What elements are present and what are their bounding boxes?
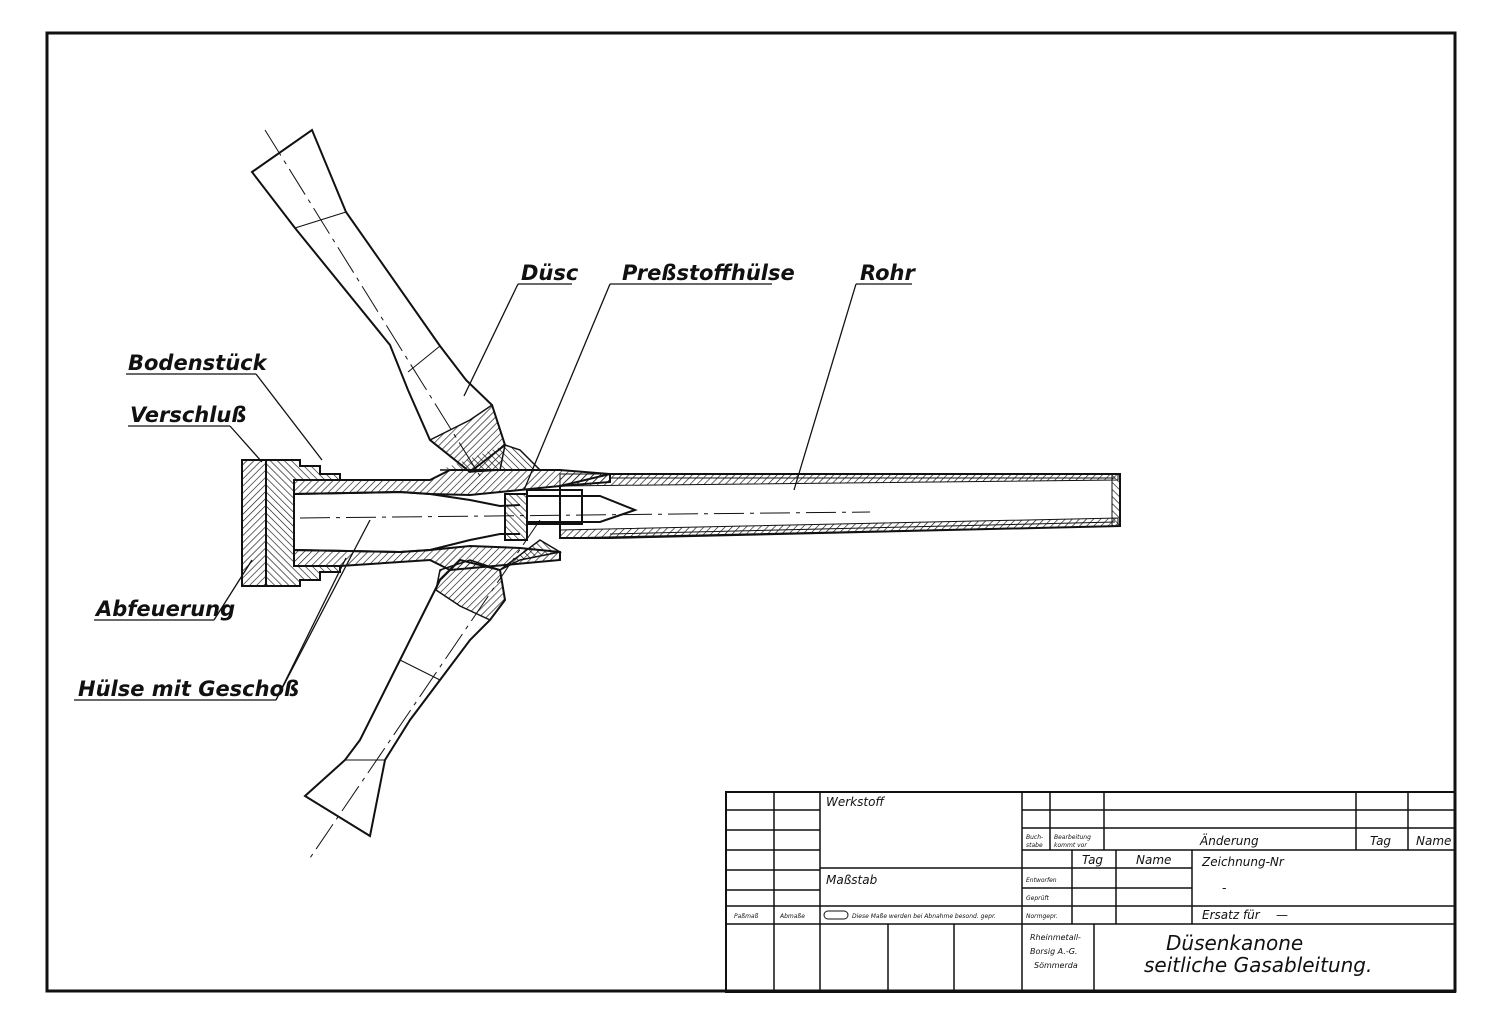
- name-header-label: Name: [1416, 834, 1451, 848]
- abmasse-label: Abmaße: [779, 913, 805, 920]
- projectile: [526, 495, 638, 523]
- normgepr-label: Normgepr.: [1026, 913, 1058, 920]
- entworfen-label: Entworfen: [1026, 877, 1057, 884]
- name-label: Name: [1136, 853, 1171, 867]
- zeichnung-nr-label: Zeichnung-Nr: [1201, 855, 1285, 869]
- aenderung-label: Änderung: [1199, 833, 1259, 848]
- company-line1: Rheinmetall-: [1030, 933, 1081, 942]
- company-line2: Borsig A.-G.: [1030, 947, 1077, 956]
- ersatz-fuer-value: —: [1276, 908, 1288, 922]
- verschluss-block: [241, 459, 267, 587]
- company-line3: Sömmerda: [1034, 961, 1078, 970]
- cannon-drawing: [241, 128, 1121, 859]
- tag-label: Tag: [1082, 853, 1103, 867]
- drawing-title-line2: seitliche Gasableitung.: [1144, 953, 1372, 977]
- title-block: [725, 791, 1456, 993]
- label-bodenstueck: Bodenstück: [128, 351, 269, 375]
- bearbeitung-label-line1: Bearbeitung: [1054, 834, 1091, 841]
- werkstoff-label: Werkstoff: [826, 795, 885, 809]
- label-huelse-mit-geschoss: Hülse mit Geschoß: [78, 677, 299, 701]
- leader-lines: [74, 283, 912, 701]
- massstab-label: Maßstab: [826, 873, 878, 887]
- zeichnung-nr-value: -: [1222, 881, 1226, 895]
- mass-note-symbol: [823, 910, 849, 920]
- label-verschluss: Verschluß: [130, 403, 246, 427]
- label-rohr: Rohr: [860, 261, 917, 285]
- drawing-title-line1: Düsenkanone: [1166, 931, 1303, 955]
- presstoff-sleeve: [504, 493, 528, 541]
- mass-note: Diese Maße werden bei Abnahme besond. ge…: [852, 913, 996, 920]
- center-line: [299, 511, 871, 519]
- buchstabe-label-line2: stabe: [1026, 842, 1043, 849]
- tag-header-label: Tag: [1370, 834, 1391, 848]
- label-duese: Düsc: [521, 261, 579, 285]
- bearbeitung-label-line2: kommt vor: [1054, 842, 1087, 849]
- buchstabe-label-line1: Buch-: [1026, 834, 1043, 841]
- label-abfeuerung: Abfeuerung: [94, 597, 235, 621]
- geprueft-label: Geprüft: [1026, 895, 1050, 902]
- ersatz-fuer-label: Ersatz für: [1202, 908, 1261, 922]
- passmass-label: Paßmaß: [734, 913, 759, 920]
- label-presstoffhuelse: Preßstoffhülse: [622, 261, 795, 285]
- bodenstueck-part: [265, 459, 341, 587]
